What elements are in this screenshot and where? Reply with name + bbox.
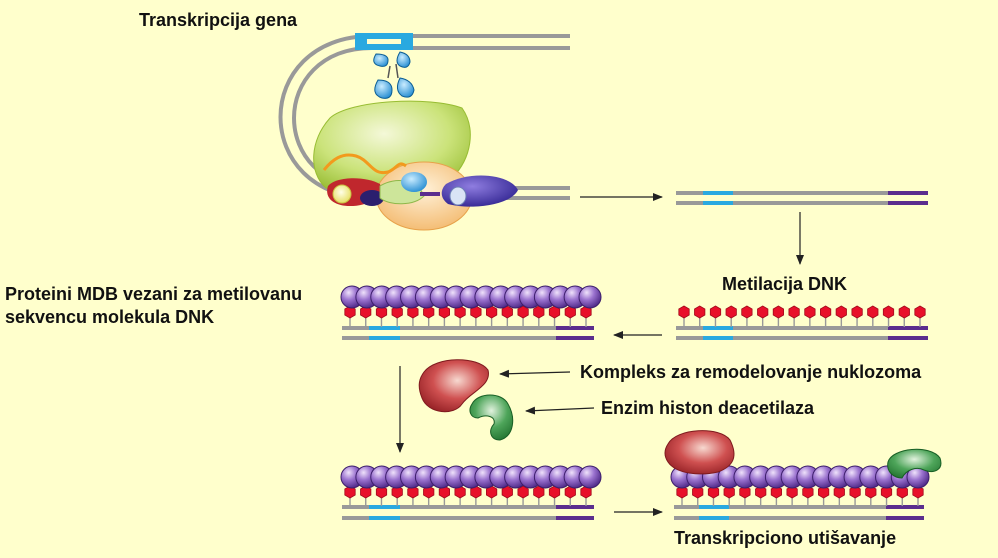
methyl-group [438, 305, 451, 319]
methyl-group [788, 305, 800, 319]
methyl-group [485, 485, 498, 499]
recruited-dna [340, 465, 602, 520]
methyl-group [835, 305, 847, 319]
bound-histone-deacetylase [887, 448, 942, 479]
methylated-dna [676, 305, 928, 340]
methyl-group [375, 305, 388, 319]
label-remodeling-complex: Kompleks za remodelovanje nuklozoma [580, 362, 922, 382]
methyl-group [533, 305, 545, 319]
methyl-group [882, 305, 895, 319]
activator-protein-icon [373, 51, 415, 99]
remodeling-complex [418, 359, 489, 413]
methyl-group [423, 305, 435, 319]
methyl-group [676, 485, 688, 499]
methyl-group [454, 305, 466, 319]
methyl-group [678, 305, 690, 319]
methyl-group [548, 485, 561, 499]
methyl-group [423, 485, 435, 499]
silenced-dna [670, 465, 930, 520]
methyl-group [344, 305, 356, 319]
methyl-group [470, 305, 482, 319]
unmethylated-dna [676, 191, 928, 205]
label-dna-methylation: Metilacija DNK [722, 274, 848, 294]
methyl-group [707, 485, 720, 499]
methyl-group [880, 485, 893, 499]
bound-remodeling-complex [664, 430, 735, 475]
methyl-group [438, 485, 451, 499]
label-mdb-line2: sekvencu molekula DNK [5, 307, 215, 327]
methyl-group [833, 485, 845, 499]
methyl-group [757, 305, 769, 319]
label-mdb-line1: Proteini MDB vezani za metilovanu [5, 284, 303, 304]
methyl-group [548, 305, 561, 319]
methyl-group [914, 305, 926, 319]
methyl-group [896, 485, 908, 499]
methyl-group [517, 485, 529, 499]
methyl-group [770, 485, 782, 499]
methyl-group [723, 485, 735, 499]
methyl-group [391, 305, 403, 319]
histone-deacetylase [469, 394, 514, 441]
methyl-group [407, 485, 419, 499]
methyl-group [344, 485, 356, 499]
methyl-group [739, 485, 751, 499]
methyl-group [786, 485, 798, 499]
methyl-group [564, 485, 576, 499]
methyl-group [741, 305, 753, 319]
methyl-group [580, 305, 592, 319]
methyl-group [820, 305, 832, 319]
methyl-group [517, 305, 529, 319]
label-transcriptional-silencing: Transkripciono utišavanje [674, 528, 897, 548]
methyl-group [360, 485, 372, 499]
methyl-group [692, 485, 704, 499]
rna-transcript [322, 153, 407, 175]
methyl-group [804, 305, 816, 319]
methyl-group [849, 485, 861, 499]
arrow-to-remodeling [499, 369, 571, 378]
arrow-to-hdac [525, 406, 595, 415]
methyl-group [407, 305, 419, 319]
transcription-panel [278, 33, 570, 231]
methyl-group [851, 305, 863, 319]
methyl-group [709, 305, 722, 319]
methyl-group [867, 305, 879, 319]
methyl-group [360, 305, 372, 319]
methyl-group [485, 305, 498, 319]
methyl-group [772, 305, 784, 319]
methyl-group [501, 305, 513, 319]
methyl-group [391, 485, 403, 499]
methyl-group [912, 485, 924, 499]
nucleosome-bead [578, 285, 602, 309]
methyl-group [375, 485, 388, 499]
methyl-group [725, 305, 737, 319]
mdb-bound-dna [340, 285, 602, 340]
methyl-group [501, 485, 513, 499]
methyl-group [755, 485, 767, 499]
methyl-group [454, 485, 466, 499]
methyl-group [470, 485, 482, 499]
methyl-group [898, 305, 910, 319]
methyl-group [564, 305, 576, 319]
label-histone-deacetylase: Enzim histon deacetilaza [601, 398, 815, 418]
methyl-group [533, 485, 545, 499]
methyl-group [580, 485, 592, 499]
methyl-group [818, 485, 830, 499]
methyl-group [802, 485, 814, 499]
methyl-group [694, 305, 706, 319]
nucleosome-bead [578, 465, 602, 489]
methyl-group [865, 485, 877, 499]
label-gene-transcription: Transkripcija gena [139, 10, 298, 30]
